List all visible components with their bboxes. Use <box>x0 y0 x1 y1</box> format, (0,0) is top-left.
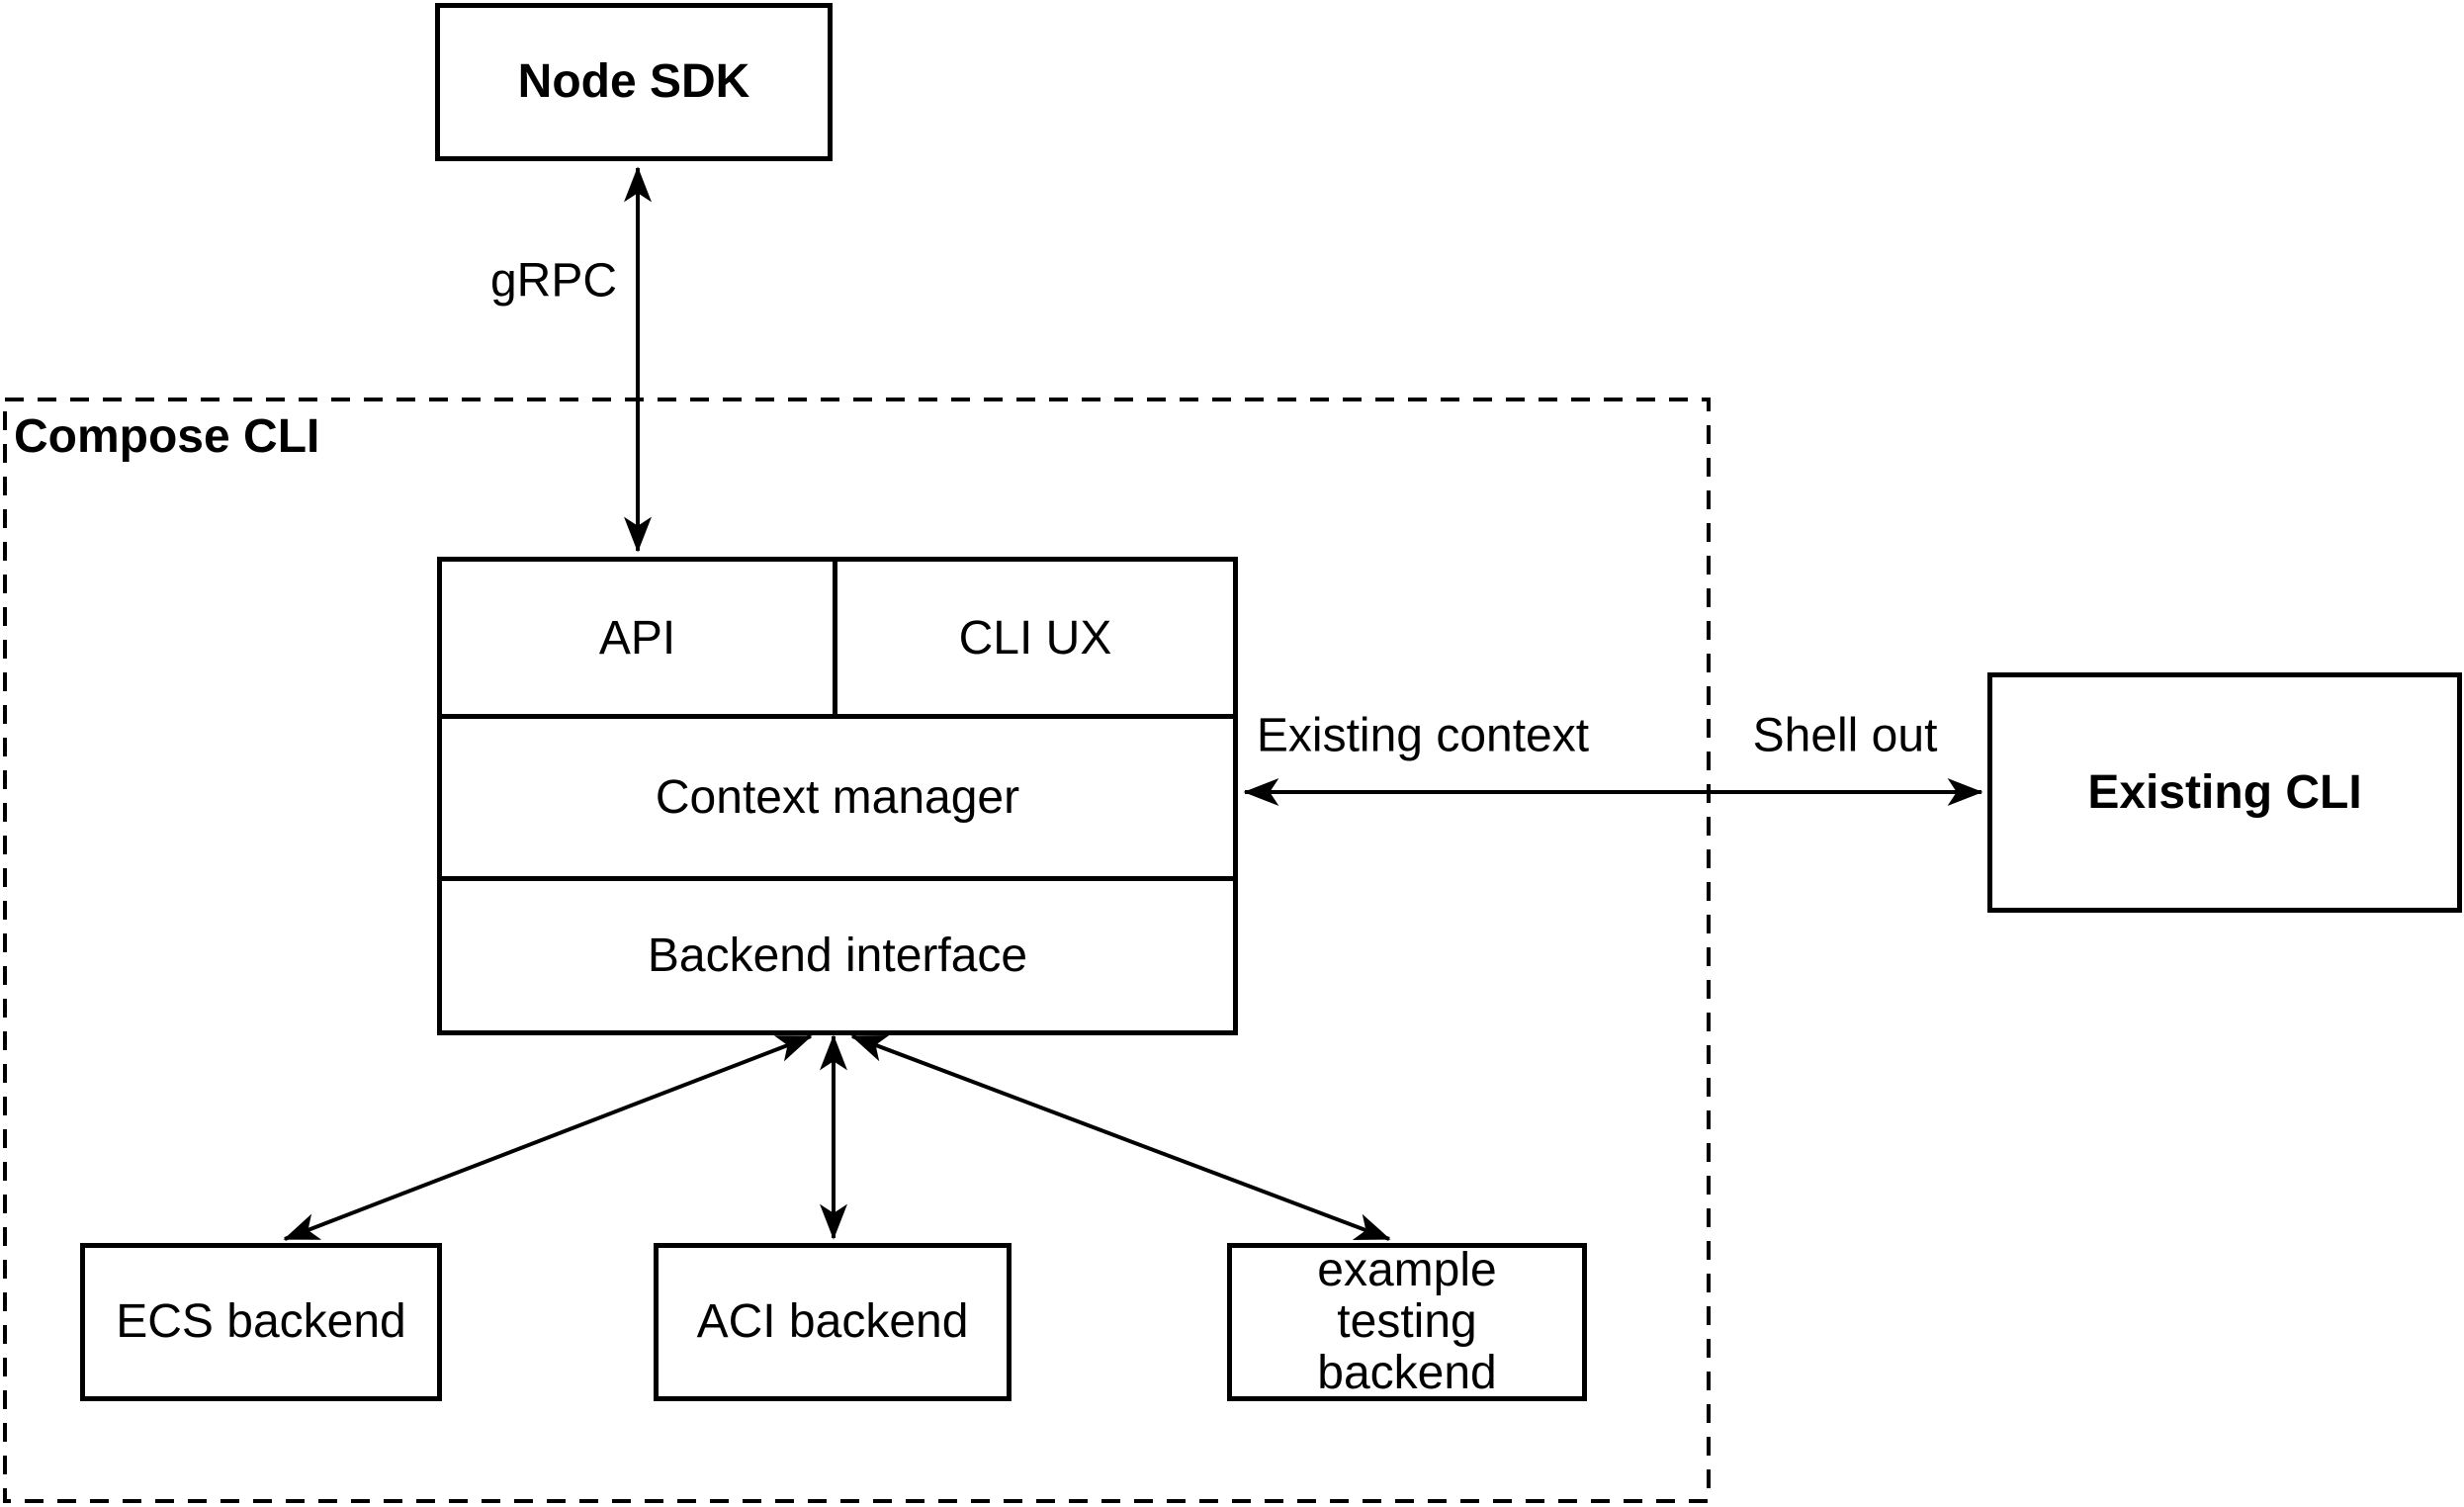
backend-interface-cell: Backend interface <box>442 881 1233 1030</box>
api-label: API <box>598 611 676 665</box>
core-top-row: API CLI UX <box>442 562 1233 719</box>
compose-cli-core-box: API CLI UX Context manager Backend inter… <box>437 557 1238 1035</box>
edge-ecs-backend <box>283 1034 813 1241</box>
compose-cli-label: Compose CLI <box>14 410 320 463</box>
node-sdk-box: Node SDK <box>435 3 833 161</box>
aci-backend-box: ACI backend <box>654 1243 1012 1401</box>
context-manager-label: Context manager <box>655 771 1020 824</box>
node-sdk-label: Node SDK <box>517 55 750 109</box>
existing-cli-box: Existing CLI <box>1987 672 2462 913</box>
example-backend-box: example testing backend <box>1227 1243 1587 1401</box>
aci-backend-label: ACI backend <box>696 1295 969 1349</box>
api-cell: API <box>442 562 837 714</box>
grpc-edge-label: gRPC <box>484 253 624 309</box>
shell-out-edge-label: Shell out <box>1746 708 1944 763</box>
example-backend-label: example testing backend <box>1317 1244 1497 1399</box>
cli-ux-cell: CLI UX <box>837 562 1233 714</box>
context-manager-cell: Context manager <box>442 719 1233 881</box>
ecs-backend-box: ECS backend <box>80 1243 442 1401</box>
edge-example-backend <box>850 1034 1391 1241</box>
ecs-backend-label: ECS backend <box>116 1295 406 1349</box>
cli-ux-label: CLI UX <box>958 611 1112 665</box>
existing-cli-label: Existing CLI <box>2087 765 2362 819</box>
existing-context-edge-label: Existing context <box>1250 708 1596 763</box>
backend-interface-label: Backend interface <box>647 930 1028 982</box>
